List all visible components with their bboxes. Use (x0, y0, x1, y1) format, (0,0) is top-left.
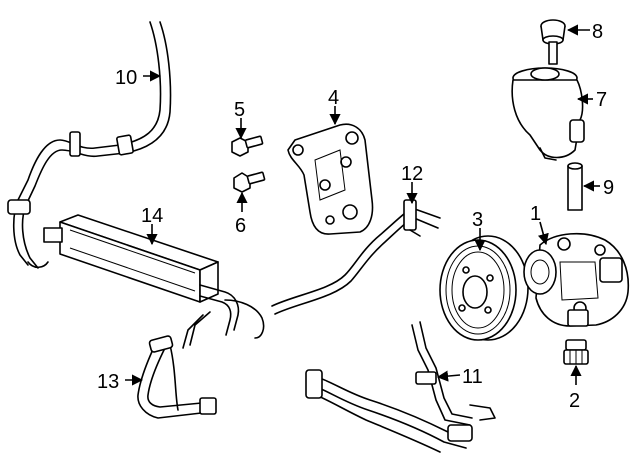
part-13-pressure-line[interactable] (137, 311, 217, 419)
part-2-fitting[interactable] (563, 339, 589, 365)
callout-7: 7 (596, 89, 607, 111)
callout-5: 5 (234, 99, 245, 121)
callout-4: 4 (328, 87, 339, 109)
callout-labels: 1 2 3 4 5 6 7 8 9 10 11 12 13 14 (97, 21, 614, 412)
callout-2: 2 (569, 390, 580, 412)
callout-11: 11 (462, 366, 483, 388)
part-8-cap[interactable] (540, 19, 566, 65)
callout-13: 13 (97, 371, 119, 393)
part-1-power-steering-pump[interactable] (523, 232, 630, 327)
part-4-mounting-bracket[interactable] (287, 123, 374, 235)
part-3-pulley[interactable] (439, 235, 529, 341)
callout-leaders (125, 24, 600, 386)
part-12-line[interactable] (271, 199, 441, 315)
part-9-hose[interactable] (567, 162, 583, 211)
callout-9: 9 (603, 177, 614, 199)
part-6-bolt[interactable] (233, 171, 266, 193)
callout-10: 10 (115, 67, 137, 89)
part-10-return-hose[interactable] (7, 21, 172, 269)
callout-8: 8 (592, 21, 603, 43)
part-11-pressure-hose[interactable] (305, 321, 496, 453)
callout-6: 6 (235, 215, 246, 237)
callout-1: 1 (530, 203, 541, 225)
callout-3: 3 (472, 209, 483, 231)
callout-12: 12 (401, 163, 423, 185)
part-5-bolt[interactable] (231, 135, 264, 157)
part-7-reservoir[interactable] (511, 67, 585, 161)
part-14-oil-cooler[interactable] (43, 214, 265, 339)
callout-14: 14 (141, 205, 163, 227)
